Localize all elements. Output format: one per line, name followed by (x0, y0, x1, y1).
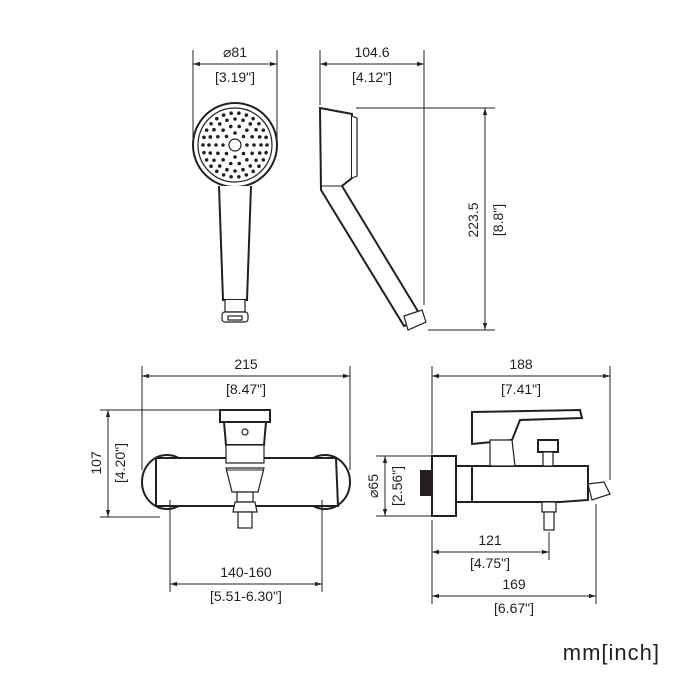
outlet-mm: 121 (478, 532, 502, 548)
shower-depth-mm: 104.6 (354, 44, 389, 60)
nozzle-dot (209, 121, 213, 126)
mixer-front-view (141, 409, 351, 529)
hand-shower-front-view (192, 102, 278, 323)
spout-mm: 169 (502, 576, 526, 592)
nozzle-dot (233, 169, 237, 173)
mixer-height-mm: 107 (88, 451, 104, 475)
shower-height-in: [8.8"] (490, 204, 506, 236)
dimension-lines (100, 50, 611, 604)
nozzle-dot (237, 161, 242, 166)
side-depth-in: [7.41"] (501, 381, 541, 397)
nozzle-dot (229, 174, 233, 179)
dimension-labels: ⌀81 [3.19"] 104.6 [4.12"] 223.5 [8.8"] 2… (88, 44, 660, 665)
nozzle-dot (212, 158, 216, 163)
nozzle-dot (233, 117, 237, 121)
mixer-width-mm: 215 (234, 356, 258, 372)
nozzle-dot (214, 143, 218, 147)
nozzle-dot (251, 169, 255, 174)
nozzle-dot (245, 158, 249, 162)
nozzle-dot (259, 143, 263, 147)
spray-nozzles (201, 111, 269, 179)
nozzle-dot (221, 158, 225, 162)
nozzle-dot (233, 155, 237, 159)
nozzle-dot (245, 143, 249, 147)
nozzle-dot (244, 173, 249, 177)
nozzle-dot (221, 113, 226, 117)
nozzle-dot (250, 151, 254, 156)
nozzle-dot (244, 113, 249, 117)
nozzle-dot (264, 135, 268, 140)
nozzle-dot (221, 173, 226, 177)
nozzle-dot (225, 118, 229, 123)
nozzle-dot (215, 169, 219, 174)
nozzle-dot (237, 124, 242, 129)
nozzle-dot (228, 161, 233, 166)
nozzle-dot (251, 116, 255, 121)
nozzle-dot (248, 164, 253, 168)
hand-shower-side-view (318, 106, 427, 331)
nozzle-dot (207, 143, 211, 147)
nozzle-dot (228, 124, 233, 129)
nozzle-dot (257, 121, 261, 126)
nozzle-dot (237, 174, 241, 179)
nozzle-dot (201, 143, 205, 147)
nozzle-dot (221, 143, 225, 147)
nozzle-dot (237, 111, 241, 116)
nozzle-dot (224, 134, 229, 139)
nozzle-dot (224, 151, 229, 156)
nozzle-dot (245, 128, 249, 132)
nozzle-dot (221, 128, 225, 132)
flange-diameter-mm: ⌀65 (365, 474, 381, 498)
nozzle-dot (261, 158, 266, 162)
nozzle-dot (208, 135, 213, 139)
nozzle-dot (241, 118, 245, 123)
nozzle-dot (250, 134, 254, 139)
nozzle-dot (215, 116, 219, 121)
nozzle-dot (204, 128, 209, 132)
side-depth-mm: 188 (509, 356, 533, 372)
nozzle-dot (202, 135, 206, 140)
nozzle-dot (204, 158, 209, 162)
head-diameter-mm: ⌀81 (223, 44, 247, 60)
mixer-height-in: [4.20"] (112, 443, 128, 483)
nozzle-dot (202, 150, 206, 155)
nozzle-dot (254, 158, 258, 163)
nozzle-dot (241, 151, 246, 156)
nozzle-dot (257, 151, 262, 155)
nozzle-dot (209, 164, 213, 169)
nozzle-dot (216, 134, 220, 139)
nozzle-dot (257, 135, 262, 139)
nozzle-dot (264, 150, 268, 155)
nozzle-dot (241, 167, 245, 172)
nozzle-dot (261, 128, 266, 132)
nozzle-dot (225, 167, 229, 172)
centers-in: [5.51-6.30"] (210, 588, 282, 604)
shower-height-mm: 223.5 (465, 202, 481, 237)
flange-diameter-in: [2.56"] (389, 466, 405, 506)
centers-mm: 140-160 (220, 564, 272, 580)
mixer-side-view (420, 408, 611, 531)
nozzle-dot (233, 131, 237, 135)
mixer-width-in: [8.47"] (226, 381, 266, 397)
nozzle-dot (216, 151, 220, 156)
nozzle-dot (208, 151, 213, 155)
nozzle-dot (217, 122, 222, 126)
nozzle-dot (265, 143, 269, 147)
shower-depth-in: [4.12"] (352, 69, 392, 85)
head-diameter-in: [3.19"] (215, 69, 255, 85)
units-label: mm[inch] (563, 640, 660, 665)
nozzle-dot (257, 164, 261, 169)
nozzle-dot (217, 164, 222, 168)
nozzle-dot (248, 122, 253, 126)
nozzle-dot (254, 127, 258, 132)
spout-in: [6.67"] (494, 600, 534, 616)
outlet-in: [4.75"] (470, 555, 510, 571)
nozzle-dot (212, 127, 216, 132)
nozzle-dot (241, 134, 246, 139)
nozzle-dot (229, 111, 233, 116)
nozzle-dot (252, 143, 256, 147)
